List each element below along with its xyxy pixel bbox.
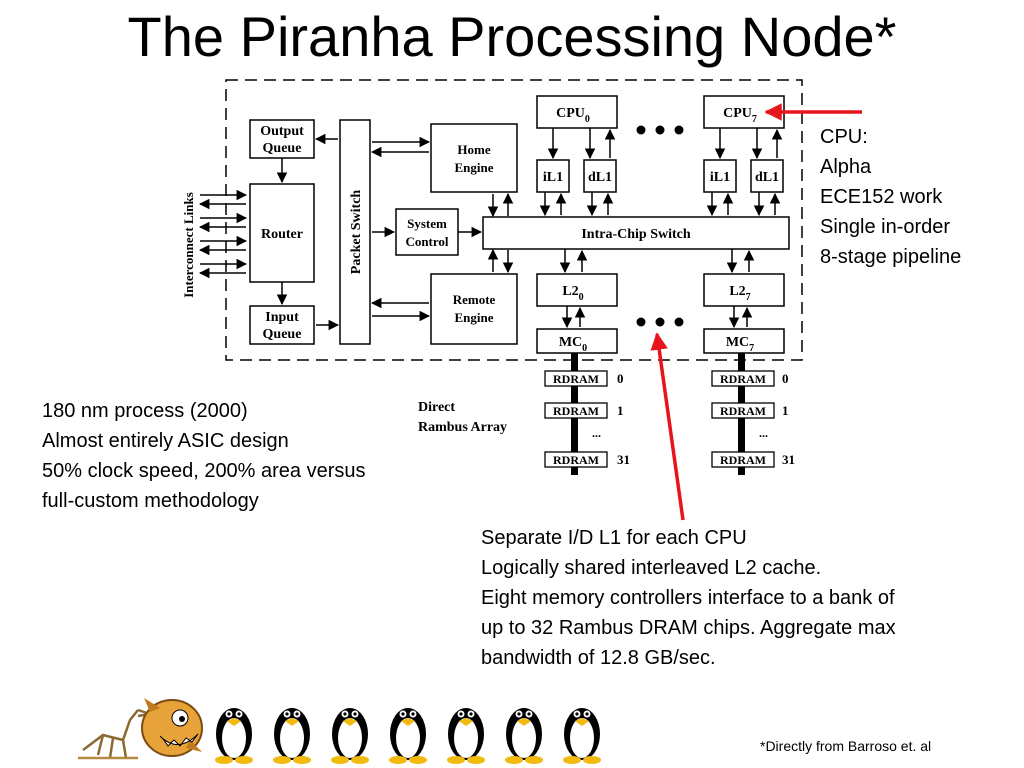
cache-note-line: Logically shared interleaved L2 cache.	[481, 557, 822, 579]
il1-cache-0-box	[536, 159, 570, 193]
footnote: *Directly from Barroso et. al	[760, 738, 932, 754]
input-queue-label-1: Input	[265, 310, 299, 325]
mc-0-box	[536, 328, 618, 354]
l2-bank-0-label: L20	[562, 284, 583, 303]
cache-note-line: Eight memory controllers interface to a …	[481, 587, 895, 609]
l2-bank-7-label: L27	[729, 284, 750, 303]
penguin-icon	[389, 708, 427, 764]
l2-bank-0-box	[536, 273, 618, 307]
cpu0-box	[536, 95, 618, 129]
packet-switch-label: Packet Switch	[349, 190, 364, 275]
svg-text:RDRAM: RDRAM	[553, 372, 599, 386]
home-engine-box	[430, 123, 518, 193]
penguin-icon	[273, 708, 311, 764]
intra-chip-switch-label: Intra-Chip Switch	[581, 227, 691, 242]
dl1-cache-7-label: dL1	[755, 170, 779, 185]
system-control-label-1: System	[407, 216, 447, 231]
svg-text:...: ...	[759, 426, 768, 440]
mc-7-box	[703, 328, 785, 354]
output-queue-label-1: Output	[260, 124, 304, 139]
svg-text:RDRAM: RDRAM	[720, 453, 766, 467]
home-engine-label-1: Home	[457, 142, 490, 157]
interconnect-links-label: Interconnect Links	[181, 192, 196, 298]
l2-ellipsis	[636, 317, 684, 327]
rdram-column-7: RDRAM 0 RDRAM 1 ... RDRAM 31	[711, 370, 795, 468]
chip-boundary	[225, 79, 803, 361]
svg-text:RDRAM: RDRAM	[553, 453, 599, 467]
process-note-line: Almost entirely ASIC design	[42, 430, 289, 452]
l2-bank-7-box	[703, 273, 785, 307]
cpu7-label: CPU7	[723, 106, 757, 125]
rambus-array-label-2: Rambus Array	[418, 420, 507, 435]
svg-text:RDRAM: RDRAM	[720, 372, 766, 386]
il1-cache-7-label: iL1	[710, 170, 730, 185]
input-queue-box	[249, 305, 315, 345]
svg-text:0: 0	[782, 371, 789, 386]
cpu-note-line: Single in-order	[820, 216, 951, 238]
process-note-line: 50% clock speed, 200% area versus	[42, 460, 366, 482]
dl1-cache-7-box	[750, 159, 784, 193]
cache-note: Separate I/D L1 for each CPU Logically s…	[481, 523, 896, 673]
penguin-icon	[447, 708, 485, 764]
cache-note-line: up to 32 Rambus DRAM chips. Aggregate ma…	[481, 617, 896, 639]
input-queue-label-2: Queue	[263, 327, 302, 342]
remote-engine-label-1: Remote	[453, 292, 496, 307]
cpu-note-line: CPU:	[820, 126, 868, 148]
cache-note-line: Separate I/D L1 for each CPU	[481, 527, 747, 549]
penguin-icon	[563, 708, 601, 764]
svg-text:RDRAM: RDRAM	[720, 404, 766, 418]
cpu-note-line: 8-stage pipeline	[820, 246, 962, 268]
process-note: 180 nm process (2000) Almost entirely AS…	[42, 396, 366, 516]
penguin-icon	[505, 708, 543, 764]
router-box	[249, 183, 315, 283]
cache-annotation-arrow	[650, 332, 685, 521]
page-title: The Piranha Processing Node*	[127, 5, 897, 68]
remote-engine-label-2: Engine	[454, 310, 493, 325]
intra-chip-switch-box	[482, 216, 790, 250]
remote-engine-box	[430, 273, 518, 345]
cpu-note: CPU: Alpha ECE152 work Single in-order 8…	[820, 122, 961, 272]
il1-cache-0-label: iL1	[543, 170, 563, 185]
output-queue-label-2: Queue	[263, 141, 302, 156]
process-note-line: 180 nm process (2000)	[42, 400, 248, 422]
rambus-array-label-1: Direct	[418, 400, 455, 415]
penguin-row	[215, 708, 601, 764]
packet-switch-box	[339, 119, 371, 345]
dl1-cache-0-label: dL1	[588, 170, 612, 185]
router-label: Router	[261, 227, 303, 242]
cache-note-line: bandwidth of 12.8 GB/sec.	[481, 647, 716, 669]
cpu-note-line: Alpha	[820, 156, 872, 178]
svg-text:RDRAM: RDRAM	[553, 404, 599, 418]
svg-text:31: 31	[782, 452, 795, 467]
svg-text:1: 1	[782, 403, 789, 418]
dl1-cache-0-box	[583, 159, 617, 193]
system-control-label-2: Control	[405, 234, 448, 249]
svg-text:...: ...	[592, 426, 601, 440]
svg-text:1: 1	[617, 403, 624, 418]
system-control-box	[395, 208, 459, 256]
mc-0-label: MC0	[559, 335, 587, 354]
cpu0-label: CPU0	[556, 106, 590, 125]
penguin-icon	[215, 708, 253, 764]
cpu-note-line: ECE152 work	[820, 186, 943, 208]
svg-text:31: 31	[617, 452, 630, 467]
piranha-icon	[141, 698, 203, 757]
rdram-column-0: RDRAM 0 RDRAM 1 ... RDRAM 31	[544, 370, 630, 468]
mascot-strip	[78, 698, 203, 760]
process-note-line: full-custom methodology	[42, 490, 259, 512]
svg-text:0: 0	[617, 371, 624, 386]
il1-cache-7-box	[703, 159, 737, 193]
mc-7-label: MC7	[726, 335, 754, 354]
home-engine-label-2: Engine	[454, 160, 493, 175]
penguin-icon	[331, 708, 369, 764]
cpu-ellipsis	[636, 125, 684, 135]
bird-skeleton-icon	[78, 708, 151, 760]
